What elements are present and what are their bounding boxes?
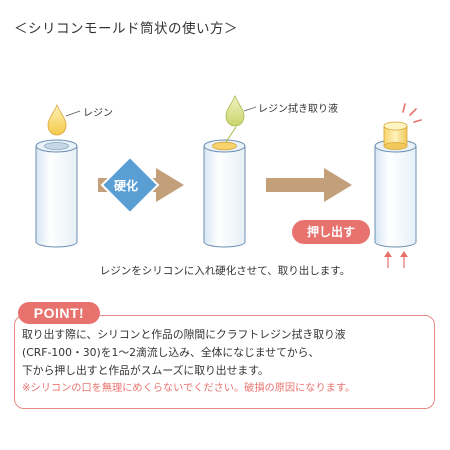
harden-label: 硬化 [114, 179, 139, 193]
page-title: ＜シリコンモールド筒状の使い方＞ [14, 21, 238, 37]
wipe-liquid-drop-icon [225, 95, 245, 127]
point-line-3: 下から押し出すと作品がスムーズに取り出せます。 [22, 364, 269, 377]
push-up-arrows-icon [384, 251, 408, 268]
silicone-tube-3 [374, 139, 417, 248]
point-warning: ※シリコンの口を無理にめくらないでください。破損の原因になります。 [22, 383, 356, 394]
point-line-1: 取り出す際に、シリコンと作品の隙間にクラフトレジン拭き取り液 [22, 328, 346, 341]
resin-label: レジン [83, 108, 113, 119]
usage-diagram [35, 95, 422, 268]
pop-lines-icon [402, 103, 422, 123]
diagram-caption: レジンをシリコンに入れ硬化させて、取り出します。 [99, 265, 351, 277]
point-line-2: (CRF-100・30)を1～2滴流し込み、全体になじませてから、 [22, 346, 320, 359]
silicone-tube-2 [203, 139, 246, 248]
silicone-tube-1 [35, 139, 78, 248]
arrow-2 [266, 168, 352, 202]
point-badge: POINT! [18, 302, 100, 324]
resin-drop-icon [47, 104, 67, 136]
point-box [14, 315, 435, 409]
harden-diamond-icon [100, 155, 160, 215]
resin-cylinder-icon [383, 121, 408, 150]
wipe-liquid-label: レジン拭き取り液 [258, 104, 338, 115]
point-text: 取り出す際に、シリコンと作品の隙間にクラフトレジン拭き取り液 (CRF-100・… [22, 326, 432, 398]
push-out-badge: 押し出す [292, 220, 370, 244]
